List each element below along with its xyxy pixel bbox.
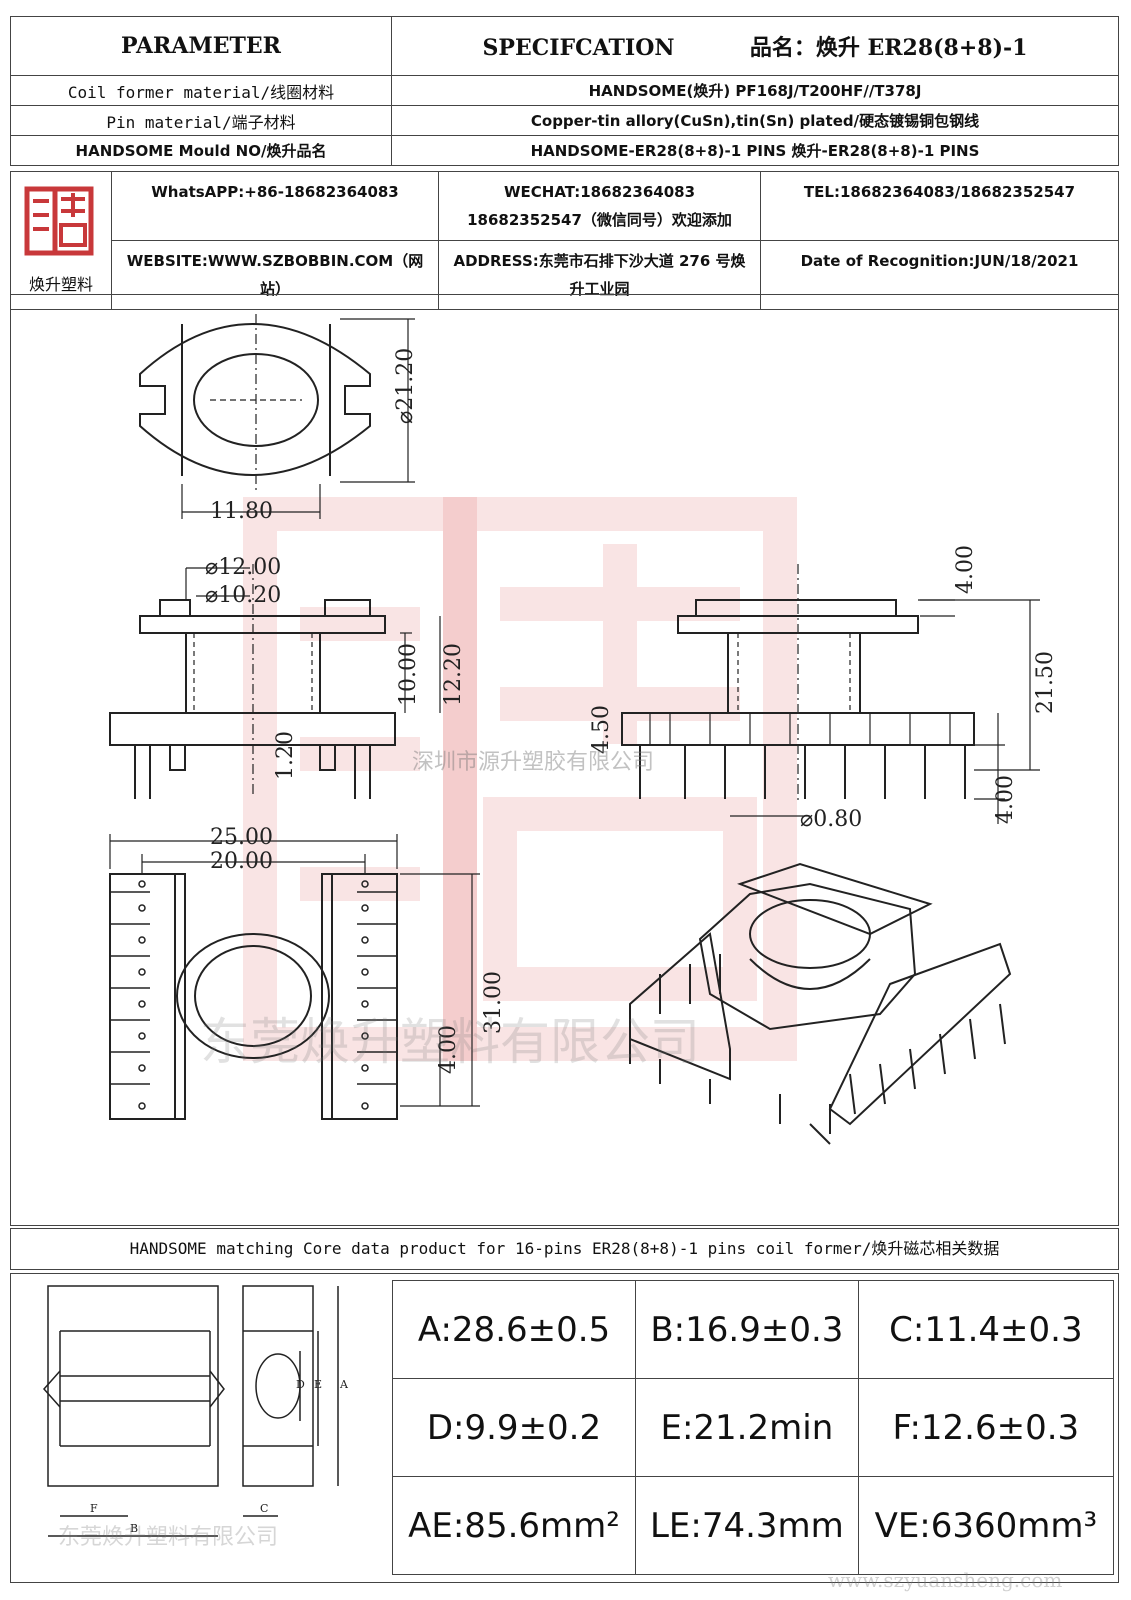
- dim-j: 31.00: [481, 971, 506, 1034]
- pin-material-label: Pin material/端子材料: [10, 105, 392, 136]
- svg-text:D: D: [296, 1378, 305, 1391]
- spec-d: D:9.9±0.2: [391, 1378, 637, 1477]
- telephone: TEL:18682364083/18682352547: [760, 171, 1119, 241]
- wechat: WECHAT:18682364083 18682352547（微信同号）欢迎添加: [438, 171, 761, 241]
- contact-table: 焕升塑料 WhatsAPP:+86-18682364083 WECHAT:186…: [10, 171, 1119, 310]
- dim-f: 12.20: [441, 643, 466, 706]
- core-data-area: [10, 1273, 1119, 1583]
- watermark-company-3: 东莞焕升塑料有限公司: [58, 1525, 278, 1550]
- core-data-title: HANDSOME matching Core data product for …: [10, 1228, 1119, 1270]
- svg-text:C: C: [260, 1502, 268, 1515]
- spec-ve: VE:6360mm³: [857, 1476, 1115, 1575]
- specification-label: SPECIFCATION: [482, 35, 675, 61]
- spec-ae: AE:85.6mm²: [391, 1476, 637, 1575]
- technical-drawing: ⌀21.20 11.80 ⌀12.00 ⌀10.20 10.00 12.20 1…: [109, 314, 1058, 1145]
- dim-top-flange: 4.00: [953, 545, 978, 594]
- logo-watermark: [243, 497, 797, 1061]
- spec-le: LE:74.3mm: [635, 1476, 859, 1575]
- mould-no-value: HANDSOME-ER28(8+8)-1 PINS 焕升-ER28(8+8)-1…: [391, 135, 1119, 166]
- dim-a: ⌀21.20: [393, 348, 418, 424]
- dim-m: 4.00: [436, 1025, 461, 1074]
- dim-i: ⌀0.80: [800, 807, 862, 832]
- product-name: 品名：焕升 ER28(8+8)-1: [749, 35, 1028, 61]
- mould-no-label: HANDSOME Mould NO/焕升品名: [10, 135, 392, 166]
- company-logo-icon: [24, 186, 94, 256]
- spec-b: B:16.9±0.3: [635, 1280, 859, 1379]
- dim-b: 11.80: [210, 499, 273, 524]
- spec-c: C:11.4±0.3: [857, 1280, 1115, 1379]
- dim-d: ⌀10.20: [205, 583, 281, 608]
- bottom-view: [109, 834, 480, 1120]
- recognition-date: Date of Recognition:JUN/18/2021: [760, 240, 1119, 310]
- pin-material-value: Copper-tin allory(CuSn),tin(Sn) plated/硬…: [391, 105, 1119, 136]
- dim-g: 4.50: [589, 705, 614, 754]
- side-view-right: [621, 564, 1040, 824]
- spec-a: A:28.6±0.5: [391, 1280, 637, 1379]
- logo-cell: 焕升塑料: [10, 171, 112, 310]
- top-view: [139, 314, 415, 519]
- watermark-company-2: 东莞焕升塑料有限公司: [200, 1013, 700, 1071]
- watermark-company-1: 深圳市源升塑胶有限公司: [412, 750, 654, 775]
- address: ADDRESS:东莞市石排下沙大道 276 号焕升工业园: [438, 240, 761, 310]
- dim-pin-length: 4.00: [993, 775, 1018, 824]
- side-view-left: [109, 564, 441, 799]
- whatsapp: WhatsAPP:+86-18682364083: [111, 171, 439, 241]
- drawing-area: [10, 294, 1119, 1226]
- website: WEBSITE:WWW.SZBOBBIN.COM（网站）: [111, 240, 439, 310]
- coil-material-value: HANDSOME(焕升) PF168J/T200HF//T378J: [391, 75, 1119, 106]
- watermark-url: www.szyuansheng.com: [828, 1568, 1063, 1592]
- spec-f: F:12.6±0.3: [857, 1378, 1115, 1477]
- svg-text:F: F: [90, 1502, 98, 1515]
- dim-h: 21.50: [1033, 651, 1058, 714]
- dim-e: 10.00: [396, 643, 421, 706]
- spec-heading: SPECIFCATION 品名：焕升 ER28(8+8)-1: [391, 16, 1119, 76]
- dim-l: 25.00: [210, 825, 273, 850]
- logo-text: 焕升塑料: [28, 275, 93, 294]
- spec-e: E:21.2min: [635, 1378, 859, 1477]
- parameter-heading: PARAMETER: [10, 16, 392, 76]
- core-specs-table: A:28.6±0.5 B:16.9±0.3 C:11.4±0.3 D:9.9±0…: [391, 1280, 1115, 1575]
- isometric-view: [629, 862, 1012, 1145]
- dim-base: 1.20: [273, 731, 298, 780]
- dim-k: 20.00: [210, 849, 273, 874]
- svg-text:A: A: [339, 1378, 349, 1391]
- coil-material-label: Coil former material/线圈材料: [10, 75, 392, 106]
- dim-c: ⌀12.00: [205, 555, 281, 580]
- svg-text:E: E: [314, 1378, 322, 1391]
- svg-text:B: B: [130, 1522, 138, 1535]
- header-table: PARAMETER SPECIFCATION 品名：焕升 ER28(8+8)-1…: [10, 16, 1119, 166]
